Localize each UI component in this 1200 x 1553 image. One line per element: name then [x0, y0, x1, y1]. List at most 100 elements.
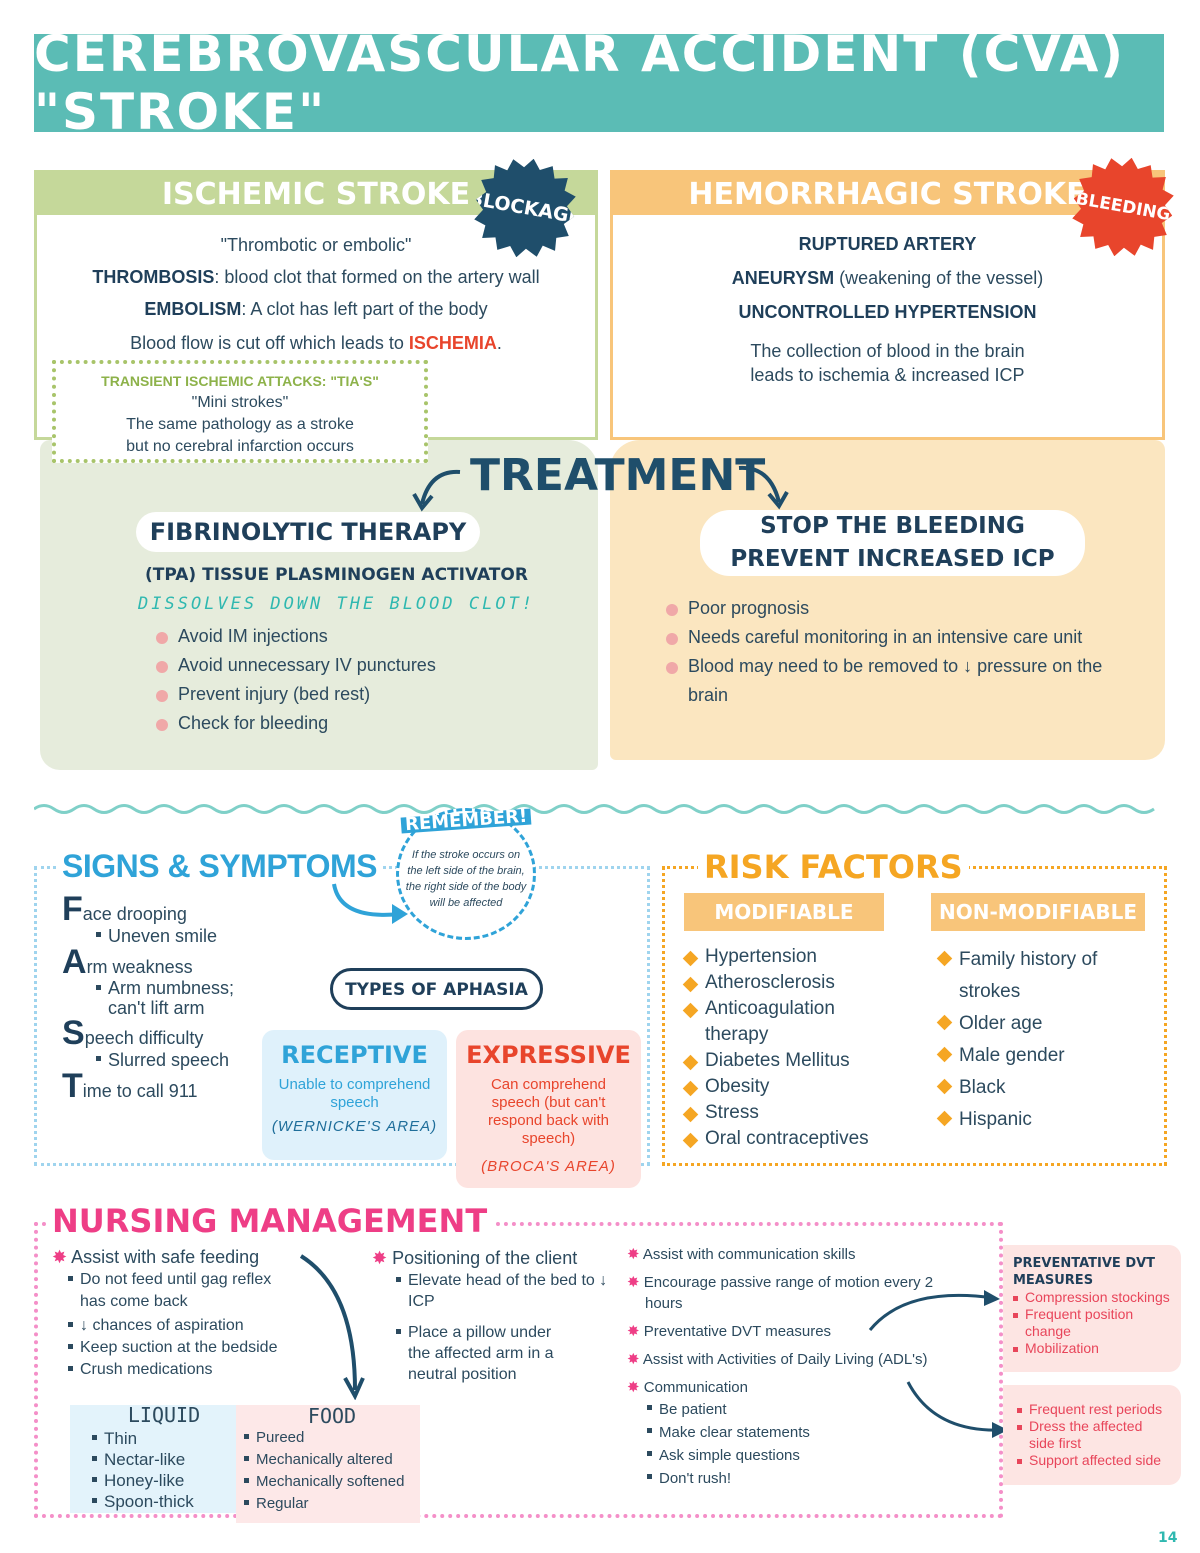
list-item: Nectar-like	[92, 1449, 236, 1470]
thrombosis-def: : blood clot that formed on the artery w…	[214, 267, 540, 287]
signs-title: SIGNS & SYMPTOMS	[56, 848, 384, 885]
wavy-divider	[34, 804, 1155, 814]
fast-letter: A	[62, 943, 87, 981]
nursing-title: NURSING MANAGEMENT	[46, 1202, 494, 1240]
feeding-section: ✸ Assist with safe feeding Do not feed u…	[52, 1245, 352, 1381]
bullet-icon: ✸	[627, 1274, 644, 1291]
list-item: Hispanic	[937, 1104, 1137, 1136]
list-item: Family history of strokes	[937, 944, 1137, 1008]
curved-arrow-icon	[332, 883, 408, 924]
tia-line2: The same pathology as a stroke	[126, 416, 354, 433]
feeding-arrow-icon	[299, 1254, 365, 1400]
remember-line: the right side of the body	[405, 881, 527, 893]
fast-rest: rm weakness	[86, 957, 193, 977]
list-item: Place a pillow under the affected arm in…	[396, 1322, 576, 1385]
treatment-title: TREATMENT	[470, 450, 766, 501]
list-item: Make clear statements	[647, 1421, 997, 1444]
remember-line: the left side of the brain,	[407, 865, 525, 877]
tpa-label: (TPA) TISSUE PLASMINOGEN ACTIVATOR	[145, 565, 528, 585]
aneurysm-term: ANEURYSM	[731, 268, 835, 288]
list-item: Thin	[92, 1428, 236, 1449]
remember-bubble: REMEMBER! If the stroke occurs on the le…	[396, 806, 536, 940]
remember-line: will be affected	[429, 897, 503, 909]
page-number: 14	[1158, 1530, 1178, 1546]
stop-bleeding-text: STOP THE BLEEDING	[760, 513, 1025, 539]
list-item: Stress	[683, 1100, 903, 1126]
list-item: Assist with communication skills	[642, 1246, 856, 1263]
hemorrhagic-header: HEMORRHAGIC STROKE	[613, 173, 1162, 215]
aphasia-title: TYPES OF APHASIA	[330, 968, 543, 1010]
arrow-left-icon	[412, 469, 461, 512]
fast-letter: S	[62, 1014, 85, 1052]
bullet-icon: ✸	[627, 1351, 643, 1368]
bullet-icon: ✸	[627, 1379, 644, 1396]
list-item: Elevate head of the bed to ↓ ICP	[396, 1270, 612, 1312]
uncontrolled-hypertension: UNCONTROLLED HYPERTENSION	[738, 302, 1037, 322]
list-item: Needs careful monitoring in an intensive…	[666, 623, 1146, 652]
list-item: Mechanically softened	[244, 1471, 420, 1493]
list-item: Prevent injury (bed rest)	[156, 680, 436, 709]
receptive-desc: Unable to comprehend speech	[278, 1076, 431, 1111]
list-item: Obesity	[683, 1074, 903, 1100]
fast-rest: peech difficulty	[84, 1028, 204, 1048]
list-item: Dress the affected side first	[1017, 1418, 1171, 1452]
list-item: Check for bleeding	[156, 709, 436, 738]
expressive-title: EXPRESSIVE	[466, 1041, 631, 1069]
tia-line3: but no cerebral infarction occurs	[126, 438, 354, 455]
hemorrhagic-desc1: The collection of blood in the brain	[750, 341, 1025, 361]
list-item: Crush medications	[68, 1359, 352, 1381]
embolism-term: EMBOLISM	[144, 299, 242, 319]
prevent-icp-text: PREVENT INCREASED ICP	[730, 546, 1055, 572]
feeding-label: Assist with safe feeding	[71, 1247, 260, 1267]
arrow-right-icon	[738, 465, 789, 510]
nursing-box	[34, 1222, 1003, 1518]
receptive-card: RECEPTIVE Unable to comprehend speech (W…	[262, 1030, 447, 1160]
list-item: Honey-like	[92, 1470, 236, 1491]
list-item: Regular	[244, 1493, 420, 1515]
receptive-area: (WERNICKE'S AREA)	[271, 1118, 438, 1135]
fast-sub: Uneven smile	[96, 925, 256, 947]
list-item: Male gender	[937, 1040, 1137, 1072]
list-item: Don't rush!	[647, 1467, 997, 1490]
modifiable-label: MODIFIABLE	[684, 893, 884, 931]
adl-card: Frequent rest periods Dress the affected…	[1003, 1385, 1181, 1485]
list-item: ↓ chances of aspiration	[68, 1315, 352, 1337]
list-item: Pureed	[244, 1427, 420, 1449]
page-title: CEREBROVASCULAR ACCIDENT (CVA) "STROKE"	[34, 25, 1164, 141]
list-item: Ask simple questions	[647, 1444, 997, 1467]
tpa-tagline: DISSOLVES DOWN THE BLOOD CLOT!	[138, 594, 536, 614]
risk-title: RISK FACTORS	[698, 848, 969, 886]
list-item: Compression stockings	[1013, 1289, 1171, 1306]
fast-letter: T	[62, 1067, 83, 1105]
fast-sub: Slurred speech	[96, 1049, 256, 1071]
list-item: Spoon-thick	[92, 1491, 236, 1512]
fast-rest: ime to call 911	[82, 1081, 198, 1101]
fast-sub: Arm numbness; can't lift arm	[96, 978, 256, 1018]
list-item: Assist with Activities of Daily Living (…	[642, 1351, 928, 1368]
list-item: Encourage passive range of motion every …	[643, 1274, 934, 1312]
list-item: Mobilization	[1013, 1340, 1171, 1357]
liquid-title: LIQUID	[127, 1403, 201, 1427]
dvt-title: PREVENTATIVE DVT MEASURES	[1013, 1256, 1156, 1288]
positioning-section: ✸ Positioning of the client Elevate head…	[372, 1246, 612, 1385]
tia-box: TRANSIENT ISCHEMIC ATTACKS: "TIA'S" "Min…	[52, 360, 428, 463]
fast-letter: F	[62, 890, 83, 928]
ruptured-artery: RUPTURED ARTERY	[798, 234, 977, 254]
non-modifiable-label: NON-MODIFIABLE	[931, 893, 1145, 931]
bullet-icon: ✸	[627, 1323, 644, 1340]
ischemia-highlight: ISCHEMIA	[408, 333, 497, 353]
tia-line1: "Mini strokes"	[191, 394, 289, 411]
liquid-card: LIQUID Thin Nectar-like Honey-like Spoon…	[70, 1405, 236, 1513]
list-item: Avoid IM injections	[156, 622, 436, 651]
list-item: Do not feed until gag reflex has come ba…	[68, 1269, 298, 1313]
list-item: Preventative DVT measures	[643, 1323, 832, 1340]
thrombosis-term: THROMBOSIS	[92, 267, 215, 287]
receptive-title: RECEPTIVE	[281, 1041, 428, 1069]
bullet-icon: ✸	[627, 1246, 643, 1263]
food-title: FOOD	[307, 1404, 357, 1428]
adl-arrow-icon	[906, 1381, 1008, 1438]
remember-line: If the stroke occurs on	[411, 849, 521, 861]
list-item: Blood may need to be removed to ↓ pressu…	[666, 652, 1146, 710]
list-item: Keep suction at the bedside	[68, 1337, 352, 1359]
list-item: Hypertension	[683, 944, 903, 970]
